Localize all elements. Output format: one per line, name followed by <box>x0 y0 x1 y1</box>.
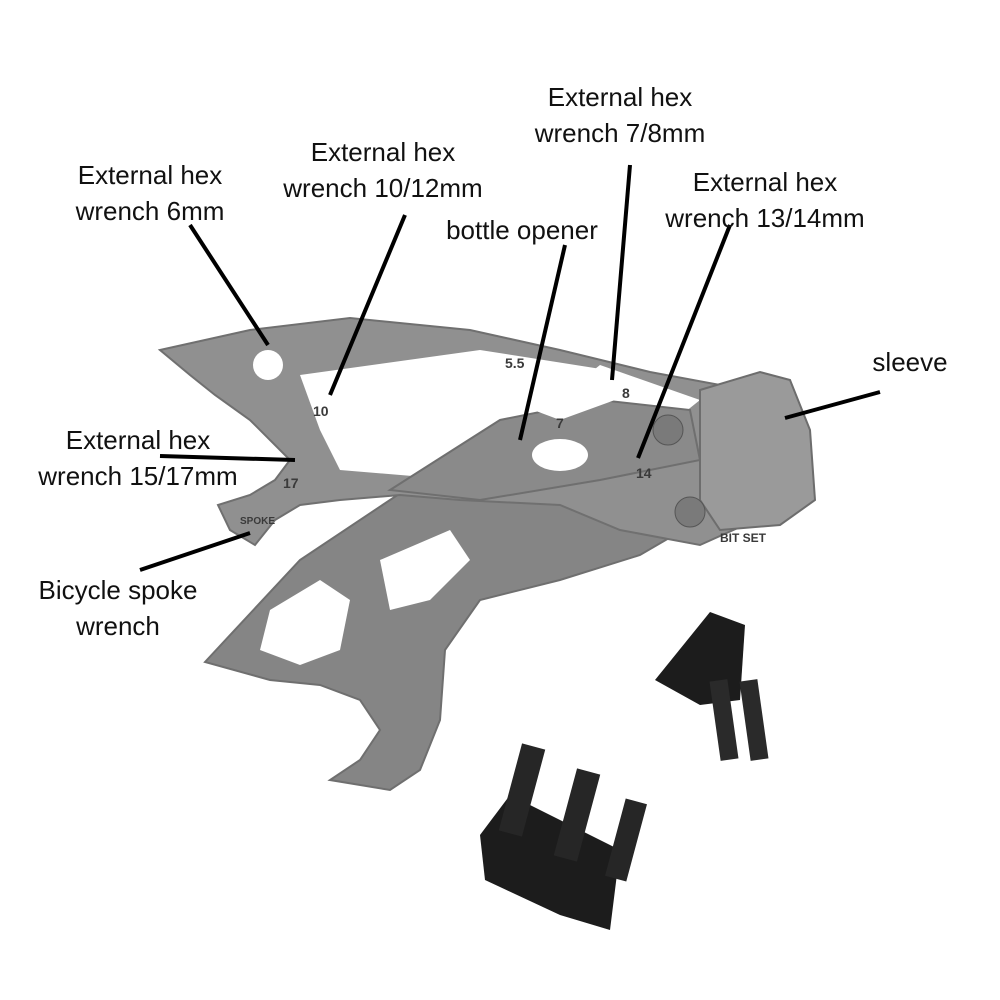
label-line: sleeve <box>872 347 948 377</box>
hex-6mm-hole <box>253 350 283 380</box>
leader-hex6 <box>188 223 270 347</box>
label-line: wrench 7/8mm <box>534 118 706 148</box>
leader-hex10-12 <box>328 214 407 396</box>
leader-hex13-14 <box>636 224 732 459</box>
label-line: External hex <box>310 137 456 167</box>
pivot-screw <box>674 496 706 528</box>
leader-sleeve <box>784 390 881 420</box>
engraving-10: 10 <box>313 403 329 419</box>
label-line: wrench 15/17mm <box>38 461 238 491</box>
bottle-opener-hole <box>532 439 588 471</box>
label-line: bottle opener <box>446 215 598 245</box>
label-line: Bicycle spoke <box>38 575 198 605</box>
label-sleeve: sleeve <box>860 344 960 380</box>
bit-holder-large <box>480 743 647 930</box>
label-line: External hex <box>65 425 211 455</box>
leader-bottle <box>518 244 567 441</box>
engraving-14: 14 <box>636 465 652 481</box>
lower-handle-cutout <box>380 530 470 610</box>
bit-holder-small <box>655 612 769 761</box>
label-hex-10-12mm: External hex wrench 10/12mm <box>268 134 498 206</box>
sleeve <box>699 370 817 532</box>
engraving-17: 17 <box>283 475 299 491</box>
label-line: External hex <box>692 167 838 197</box>
hex-hole <box>281 611 309 639</box>
engraving-8: 8 <box>622 385 630 401</box>
label-line: External hex <box>547 82 693 112</box>
label-line: wrench 10/12mm <box>283 173 483 203</box>
leader-spoke <box>139 531 251 572</box>
engraving-5-5: 5.5 <box>505 355 525 371</box>
leader-hex15-17 <box>159 454 296 462</box>
label-bicycle-spoke-wrench: Bicycle spoke wrench <box>20 572 216 644</box>
pivot-screw <box>652 414 684 446</box>
label-hex-15-17mm: External hex wrench 15/17mm <box>18 422 258 494</box>
label-bottle-opener: bottle opener <box>432 212 612 248</box>
label-hex-13-14mm: External hex wrench 13/14mm <box>645 164 885 236</box>
label-line: External hex <box>77 160 223 190</box>
engraving-spoke: SPOKE <box>240 516 275 527</box>
label-line: wrench 13/14mm <box>665 203 865 233</box>
engraving-bit-set: BIT SET <box>720 531 767 545</box>
leader-hex7-8 <box>610 164 632 381</box>
label-line: wrench <box>76 611 160 641</box>
label-hex-6mm: External hex wrench 6mm <box>55 157 245 229</box>
engraving-7: 7 <box>556 415 564 431</box>
label-hex-7-8mm: External hex wrench 7/8mm <box>515 79 725 151</box>
label-line: wrench 6mm <box>75 196 225 226</box>
leader-lines <box>139 164 881 572</box>
